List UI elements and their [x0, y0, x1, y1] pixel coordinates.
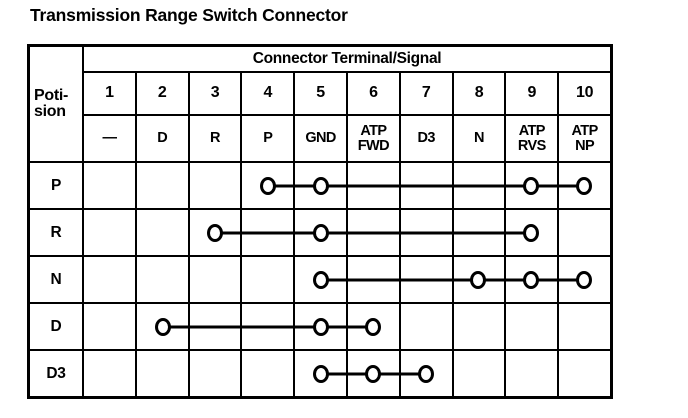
signal-cell: —	[84, 116, 135, 161]
grid-cell	[347, 351, 399, 396]
grid-cell	[84, 257, 135, 302]
terminal-cell: 8	[453, 73, 505, 114]
terminal-cell: 3	[189, 73, 241, 114]
grid-cell	[400, 304, 452, 349]
grid-cell	[347, 210, 399, 255]
terminal-cell: 5	[295, 73, 346, 114]
grid-cell	[453, 210, 505, 255]
grid-cell	[295, 257, 346, 302]
grid-cell	[295, 351, 346, 396]
grid-cell	[136, 257, 188, 302]
grid-cell	[506, 210, 558, 255]
grid-cell	[506, 351, 558, 396]
signal-cell: D3	[400, 116, 452, 161]
grid-cell	[559, 210, 610, 255]
grid-cell	[347, 163, 399, 208]
terminal-cell: 1	[84, 73, 135, 114]
grid-cell	[453, 163, 505, 208]
terminal-cell: 4	[242, 73, 294, 114]
grid-cell	[559, 257, 610, 302]
terminal-cell: 10	[559, 73, 610, 114]
grid-cell	[136, 304, 188, 349]
grid-cell	[506, 304, 558, 349]
grid-cell	[136, 163, 188, 208]
signal-cell: GND	[295, 116, 346, 161]
grid-cell	[242, 304, 294, 349]
terminal-cell: 9	[506, 73, 558, 114]
grid-cell	[400, 351, 452, 396]
grid-cell	[242, 351, 294, 396]
grid-cell	[295, 163, 346, 208]
grid-cell	[453, 304, 505, 349]
grid-cell	[84, 210, 135, 255]
signal-cell: ATP RVS	[506, 116, 558, 161]
grid-cell	[400, 257, 452, 302]
grid-cell	[400, 163, 452, 208]
grid-cell	[84, 304, 135, 349]
grid-cell	[295, 210, 346, 255]
table-header: Connector Terminal/Signal	[84, 47, 610, 71]
position-label: D3	[30, 351, 82, 396]
position-label: R	[30, 210, 82, 255]
signal-cell: ATP NP	[559, 116, 610, 161]
signal-cell: N	[453, 116, 505, 161]
grid-cell	[136, 351, 188, 396]
grid-cell	[242, 257, 294, 302]
position-label: D	[30, 304, 82, 349]
grid-cell	[559, 163, 610, 208]
page-title: Transmission Range Switch Connector	[30, 5, 348, 25]
grid-cell	[453, 257, 505, 302]
terminal-cell: 6	[347, 73, 399, 114]
terminal-cell: 2	[136, 73, 188, 114]
grid-cell	[189, 257, 241, 302]
grid-cell	[295, 304, 346, 349]
grid-cell	[189, 351, 241, 396]
signal-cell: D	[136, 116, 188, 161]
grid-cell	[242, 163, 294, 208]
position-label: N	[30, 257, 82, 302]
corner-label: Poti- sion	[30, 47, 82, 161]
grid-cell	[559, 304, 610, 349]
grid-cell	[136, 210, 188, 255]
position-label: P	[30, 163, 82, 208]
grid-cell	[84, 351, 135, 396]
terminal-cell: 7	[400, 73, 452, 114]
grid-cell	[189, 210, 241, 255]
grid-cell	[347, 257, 399, 302]
grid-cell	[506, 163, 558, 208]
grid-cell	[189, 163, 241, 208]
signal-cell: P	[242, 116, 294, 161]
grid-cell	[242, 210, 294, 255]
grid-cell	[559, 351, 610, 396]
grid-cell	[400, 210, 452, 255]
grid-cell	[189, 304, 241, 349]
signal-cell: R	[189, 116, 241, 161]
signal-cell: ATP FWD	[347, 116, 399, 161]
grid-cell	[506, 257, 558, 302]
grid-cell	[347, 304, 399, 349]
grid-cell	[453, 351, 505, 396]
grid-cell	[84, 163, 135, 208]
